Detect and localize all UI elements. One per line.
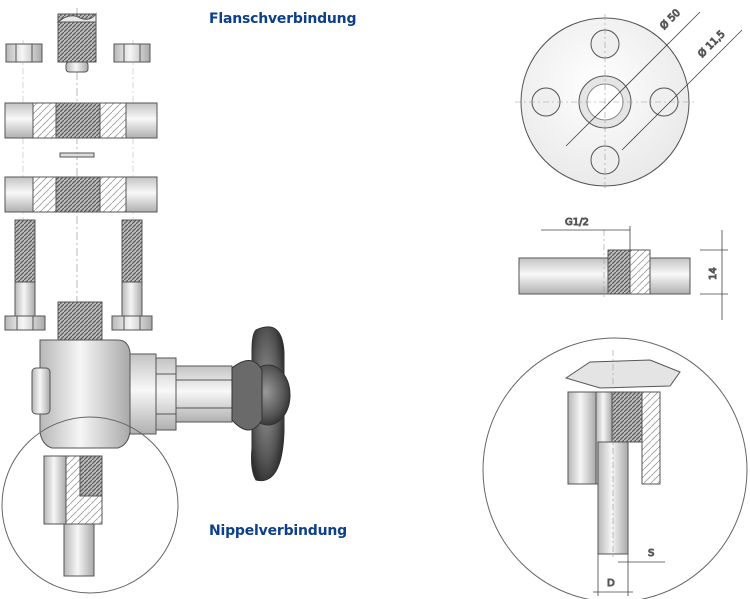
threaded-nipple	[56, 12, 97, 73]
dim-thread: G1/2	[565, 217, 589, 228]
hex-nut-left	[5, 43, 43, 63]
flange-section-view: G1/2 14	[518, 217, 728, 320]
flange-upper	[4, 102, 158, 139]
dim-line-outer	[565, 11, 701, 147]
dim-hole-diameter: Ø 11,5	[696, 28, 728, 60]
flange-lower	[4, 176, 158, 213]
dim-diameter: D	[607, 578, 615, 589]
heading-nipple-connection: Nippelverbindung	[209, 523, 347, 539]
gasket	[59, 152, 95, 158]
nipple-detail-view: D S	[482, 337, 748, 599]
nipple-pipe	[43, 455, 103, 577]
valve-body	[31, 339, 261, 449]
detail-circle-right	[482, 337, 748, 599]
flange-plan-view: Ø 50 Ø 11,5	[515, 6, 743, 190]
heading-flange-connection: Flanschverbindung	[209, 11, 357, 27]
hex-nut-right	[113, 43, 151, 63]
dim-wall: S	[648, 548, 654, 559]
dim-line-hole	[621, 29, 743, 151]
handwheel	[231, 326, 291, 482]
flange-assembly	[1, 8, 291, 594]
valve-thread	[57, 301, 103, 341]
dim-outer-diameter: Ø 50	[658, 7, 683, 32]
bolt-right	[111, 219, 153, 331]
bolt-left	[4, 219, 46, 331]
dim-thickness: 14	[708, 267, 719, 280]
detail-circle-left	[1, 416, 179, 594]
